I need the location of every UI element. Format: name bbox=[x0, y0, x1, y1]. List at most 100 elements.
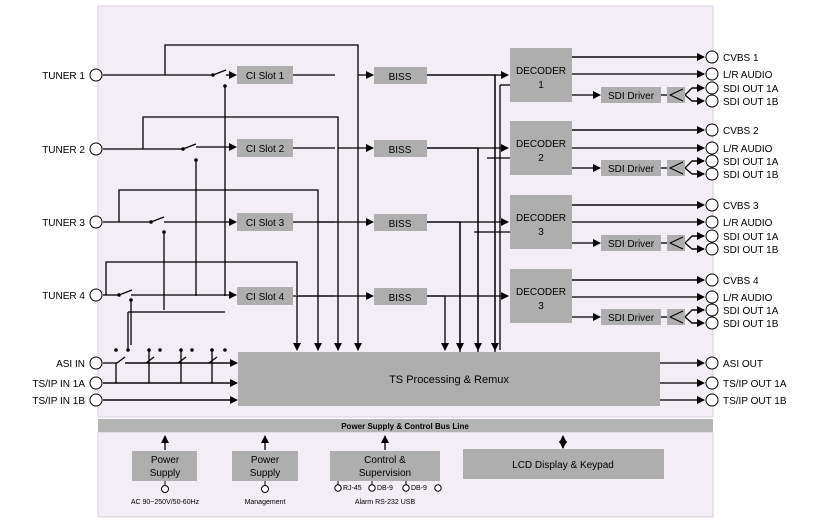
sdi-splitter-4 bbox=[667, 309, 685, 325]
sdi-out-1b-3-label: SDI OUT 1B bbox=[723, 245, 779, 256]
sdi-out-1a-3-label: SDI OUT 1A bbox=[723, 232, 779, 243]
tsip-out-1b-label: TS/IP OUT 1B bbox=[723, 396, 787, 407]
control-line2: Supervision bbox=[359, 468, 411, 479]
biss-2-label: BISS bbox=[389, 145, 412, 156]
ci-slot-2: CI Slot 2 bbox=[237, 139, 293, 157]
decoder-1-number: 1 bbox=[538, 80, 544, 91]
tuner-3-connector bbox=[89, 215, 103, 229]
sdi-out-1b-4-label: SDI OUT 1B bbox=[723, 319, 779, 330]
ts-processing-label: TS Processing & Remux bbox=[389, 374, 509, 386]
sdi-driver-2: SDI Driver bbox=[601, 160, 685, 176]
lcd-keypad: LCD Display & Keypad bbox=[463, 449, 664, 479]
sdi-out-1b-2-label: SDI OUT 1B bbox=[723, 170, 779, 181]
tsip-in-1b-connector bbox=[89, 393, 103, 407]
power-supply-1-caption: AC 90~250V/50-60Hz bbox=[131, 499, 200, 506]
sdi-out-1b-3-connector bbox=[705, 242, 719, 256]
tsip-out-1b-connector bbox=[705, 393, 719, 407]
asi-out-label: ASI OUT bbox=[723, 359, 763, 370]
decoder-4: DECODER 3 bbox=[510, 269, 572, 323]
sdi-out-1b-1-connector bbox=[705, 94, 719, 108]
cvbs-3-label: CVBS 3 bbox=[723, 201, 759, 212]
sdi-splitter-4-icon bbox=[668, 310, 684, 324]
bus-line-label: Power Supply & Control Bus Line bbox=[341, 422, 469, 431]
tuner-1-input: TUNER 1 bbox=[42, 68, 103, 82]
cvbs-2-label: CVBS 2 bbox=[723, 126, 759, 137]
biss-3-label: BISS bbox=[389, 219, 412, 230]
audio-2-label: L/R AUDIO bbox=[723, 144, 773, 155]
asi-in-input: ASI IN bbox=[56, 356, 103, 370]
sdi-driver-1-label: SDI Driver bbox=[608, 91, 655, 102]
sdi-splitter-3-icon bbox=[668, 236, 684, 250]
ci-slot-1: CI Slot 1 bbox=[237, 66, 293, 84]
cvbs-1-connector bbox=[705, 50, 719, 64]
biss-block-4: BISS bbox=[374, 288, 427, 305]
biss-block-2: BISS bbox=[374, 140, 427, 157]
sdi-splitter-1-icon bbox=[668, 88, 684, 102]
audio-4-connector bbox=[705, 290, 719, 304]
audio-3-label: L/R AUDIO bbox=[723, 218, 773, 229]
power-supply-1-line2: Supply bbox=[150, 468, 181, 479]
cvbs-1-label: CVBS 1 bbox=[723, 53, 759, 64]
tsip-in-1a-connector bbox=[89, 376, 103, 390]
power-supply-2-line2: Supply bbox=[250, 468, 281, 479]
ci-slot-2-label: CI Slot 2 bbox=[246, 144, 285, 155]
decoder-3-number: 3 bbox=[538, 227, 544, 238]
tuner-3-input: TUNER 3 bbox=[42, 215, 103, 229]
rj45-port-label: RJ-45 bbox=[343, 485, 362, 492]
sdi-driver-4-label: SDI Driver bbox=[608, 313, 655, 324]
power-supply-1: Power Supply AC 90~250V/50-60Hz bbox=[131, 451, 200, 506]
tsip-in-1a-label: TS/IP IN 1A bbox=[32, 379, 85, 390]
sdi-out-1a-4-label: SDI OUT 1A bbox=[723, 306, 779, 317]
control-supervision: Control & Supervision RJ-45 DB-9 DB-9 Al… bbox=[330, 451, 442, 506]
tsip-in-1a-input: TS/IP IN 1A bbox=[32, 376, 103, 390]
decoder-2-title: DECODER bbox=[516, 139, 566, 150]
sdi-out-1a-2-connector bbox=[705, 154, 719, 168]
tuner-4-input: TUNER 4 bbox=[42, 288, 103, 302]
outputs-group-1: CVBS 1 L/R AUDIO SDI OUT 1A SDI OUT 1B bbox=[705, 50, 779, 108]
cvbs-4-label: CVBS 4 bbox=[723, 276, 759, 287]
power-supply-2-line1: Power bbox=[251, 455, 280, 466]
sdi-out-1b-4-connector bbox=[705, 316, 719, 330]
ci-slot-1-label: CI Slot 1 bbox=[246, 71, 285, 82]
usb-port-icon bbox=[434, 484, 442, 492]
ci-slot-3: CI Slot 3 bbox=[237, 213, 293, 231]
sdi-out-1a-3-connector bbox=[705, 229, 719, 243]
biss-1-label: BISS bbox=[389, 72, 412, 83]
tuner-2-connector bbox=[89, 142, 103, 156]
decoder-1: DECODER 1 bbox=[510, 48, 572, 102]
db9-port-2-icon bbox=[402, 484, 410, 492]
ts-outputs: ASI OUT TS/IP OUT 1A TS/IP OUT 1B bbox=[705, 356, 787, 407]
junction-dots bbox=[114, 73, 227, 352]
arrows bbox=[103, 53, 705, 450]
outputs-group-4: CVBS 4 L/R AUDIO SDI OUT 1A SDI OUT 1B bbox=[705, 273, 779, 330]
sdi-driver-1: SDI Driver bbox=[601, 87, 685, 103]
sdi-splitter-3 bbox=[667, 235, 685, 251]
tsip-out-1a-label: TS/IP OUT 1A bbox=[723, 379, 787, 390]
management-connector bbox=[261, 485, 269, 493]
tsip-in-1b-input: TS/IP IN 1B bbox=[32, 393, 103, 407]
ci-slot-4-label: CI Slot 4 bbox=[246, 292, 285, 303]
sdi-splitter-2 bbox=[667, 160, 685, 176]
sdi-driver-2-label: SDI Driver bbox=[608, 164, 655, 175]
decoder-3-title: DECODER bbox=[516, 213, 566, 224]
lcd-label: LCD Display & Keypad bbox=[512, 460, 614, 471]
cvbs-3-connector bbox=[705, 198, 719, 212]
tuner-3-label: TUNER 3 bbox=[42, 218, 85, 229]
sdi-out-1b-1-label: SDI OUT 1B bbox=[723, 97, 779, 108]
tuner-1-label: TUNER 1 bbox=[42, 71, 85, 82]
rj45-port-icon bbox=[334, 484, 342, 492]
cvbs-2-connector bbox=[705, 123, 719, 137]
decoder-4-number: 3 bbox=[538, 301, 544, 312]
sdi-driver-3-label: SDI Driver bbox=[608, 239, 655, 250]
tuner-4-connector bbox=[89, 288, 103, 302]
control-line1: Control & bbox=[364, 455, 406, 466]
db9-port-2-label: DB-9 bbox=[411, 485, 427, 492]
audio-3-connector bbox=[705, 215, 719, 229]
sdi-out-1a-4-connector bbox=[705, 303, 719, 317]
sdi-out-1b-2-connector bbox=[705, 167, 719, 181]
decoder-3: DECODER 3 bbox=[510, 195, 572, 249]
biss-block-1: BISS bbox=[374, 67, 427, 84]
sdi-driver-4: SDI Driver bbox=[601, 309, 685, 325]
decoder-1-title: DECODER bbox=[516, 66, 566, 77]
